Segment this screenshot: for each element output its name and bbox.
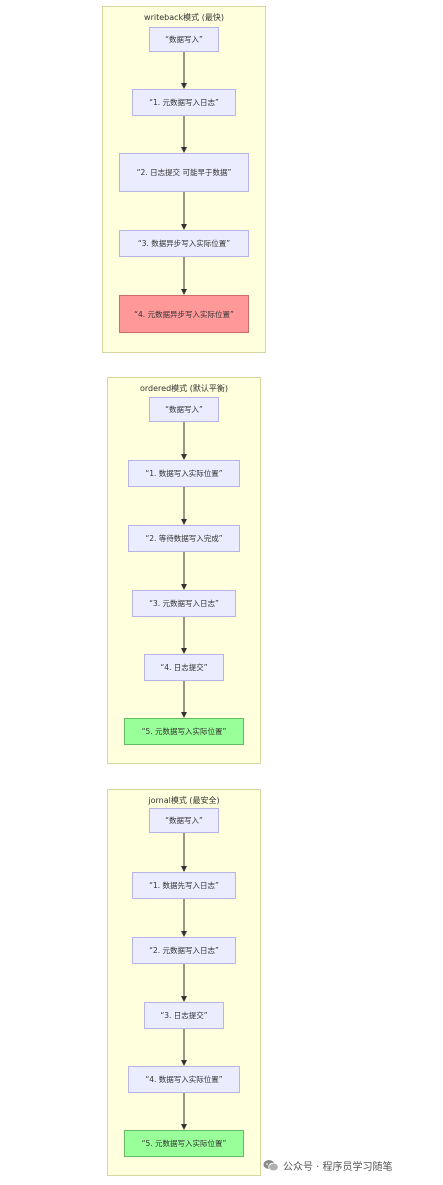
- cluster-title: ordered模式 (默认平衡): [140, 384, 228, 393]
- cluster-title: jornal模式 (最安全): [148, 796, 220, 805]
- watermark: 公众号 · 程序员学习随笔: [263, 1158, 393, 1173]
- node-ordered-step5: “5. 元数据写入实际位置”: [124, 718, 244, 745]
- cluster-title: writeback模式 (最快): [144, 13, 224, 22]
- node-writeback-step2: “2. 日志提交 可能早于数据”: [119, 153, 249, 192]
- node-ordered-step3: “3. 元数据写入日志”: [132, 590, 236, 617]
- node-jornal-step3: “3. 日志提交”: [144, 1002, 224, 1029]
- node-jornal-step5: “5. 元数据写入实际位置”: [124, 1130, 244, 1157]
- wechat-icon: [263, 1160, 279, 1172]
- node-jornal-step2: “2. 元数据写入日志”: [132, 937, 236, 964]
- node-jornal-data-write: “数据写入”: [149, 808, 219, 833]
- node-writeback-step1: “1. 元数据写入日志”: [132, 89, 236, 116]
- watermark-text: 公众号 · 程序员学习随笔: [283, 1162, 393, 1173]
- node-jornal-step4: “4. 数据写入实际位置”: [128, 1066, 240, 1093]
- node-writeback-step4: “4. 元数据异步写入实际位置”: [119, 295, 249, 333]
- node-ordered-step1: “1. 数据写入实际位置”: [128, 460, 240, 487]
- node-writeback-step3: “3. 数据异步写入实际位置”: [119, 230, 249, 257]
- node-ordered-step2: “2. 等待数据写入完成”: [128, 525, 240, 552]
- node-writeback-data-write: “数据写入”: [149, 27, 219, 52]
- node-ordered-step4: “4. 日志提交”: [144, 654, 224, 681]
- node-ordered-data-write: “数据写入”: [149, 397, 219, 422]
- node-jornal-step1: “1. 数据先写入日志”: [132, 872, 236, 899]
